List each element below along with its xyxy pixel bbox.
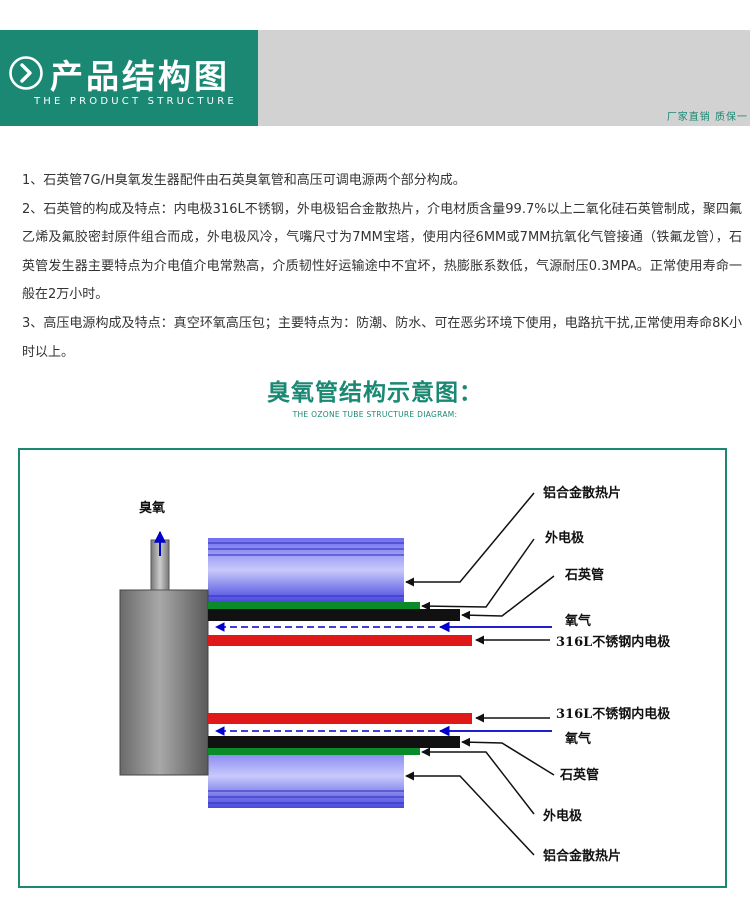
diagram-title: 臭氧管结构示意图： [267, 380, 483, 406]
end-cap [119, 589, 209, 776]
diagram-svg: 臭氧 铝合金散热片 外电极 石英管 氧气 316L不锈钢内电极 316L不锈钢内… [119, 485, 671, 864]
paragraph-2: 2、石英管的构成及特点：内电极316L不锈钢，外电极铝合金散热片，介电材质含量9… [22, 201, 742, 303]
top-band [0, 0, 750, 30]
label-oxygen-top: 氧气 [564, 613, 591, 629]
quartz-tube-bottom [208, 736, 460, 748]
diagram-subtitle: THE OZONE TUBE STRUCTURE DIAGRAM: [292, 410, 458, 419]
leader-outer-top [421, 538, 535, 611]
leader-fin-top [405, 492, 535, 587]
label-ozone: 臭氧 [139, 500, 165, 516]
description-text: 1、石英管7G/H臭氧发生器配件由石英臭氧管和高压可调电源两个部分构成。 2、石… [22, 167, 742, 367]
inner-electrode-bottom [208, 713, 472, 724]
outer-electrode-top [208, 602, 420, 609]
chevron-circle-icon [9, 56, 43, 90]
label-outer-bottom: 外电极 [542, 808, 583, 824]
ozone-tube-diagram: 臭氧 铝合金散热片 外电极 石英管 氧气 316L不锈钢内电极 316L不锈钢内… [18, 448, 727, 888]
leader-outer-bottom [421, 747, 535, 815]
header-title-block: 产品结构图 THE PRODUCT STRUCTURE [0, 30, 258, 126]
quartz-tube-top [208, 609, 460, 621]
fin-heatsink-top [208, 538, 404, 602]
leader-fin-bottom [405, 771, 535, 856]
label-oxygen-bottom: 氧气 [564, 731, 591, 747]
outer-electrode-bottom [208, 748, 420, 755]
paragraph-1: 1、石英管7G/H臭氧发生器配件由石英臭氧管和高压可调电源两个部分构成。 [22, 173, 466, 188]
page-subtitle: THE PRODUCT STRUCTURE [34, 96, 237, 107]
label-inner-bottom: 316L不锈钢内电极 [556, 706, 671, 722]
page-title: 产品结构图 [50, 57, 230, 96]
paragraph-3: 3、高压电源构成及特点：真空环氧高压包；主要特点为：防潮、防水、可在恶劣环境下使… [22, 315, 742, 360]
leader-quartz-bottom [461, 737, 555, 776]
label-quartz-top: 石英管 [564, 567, 604, 583]
section-header: 产品结构图 THE PRODUCT STRUCTURE 厂家直销 质保一 [0, 30, 750, 126]
leader-quartz-top [461, 575, 555, 620]
label-fin-bottom: 铝合金散热片 [543, 848, 621, 864]
label-quartz-bottom: 石英管 [559, 767, 599, 783]
label-inner-top: 316L不锈钢内电极 [556, 634, 671, 650]
label-fin-top: 铝合金散热片 [543, 485, 621, 501]
label-outer-top: 外电极 [544, 530, 585, 546]
header-slogan: 厂家直销 质保一 [666, 112, 748, 123]
inner-electrode-top [208, 635, 472, 646]
